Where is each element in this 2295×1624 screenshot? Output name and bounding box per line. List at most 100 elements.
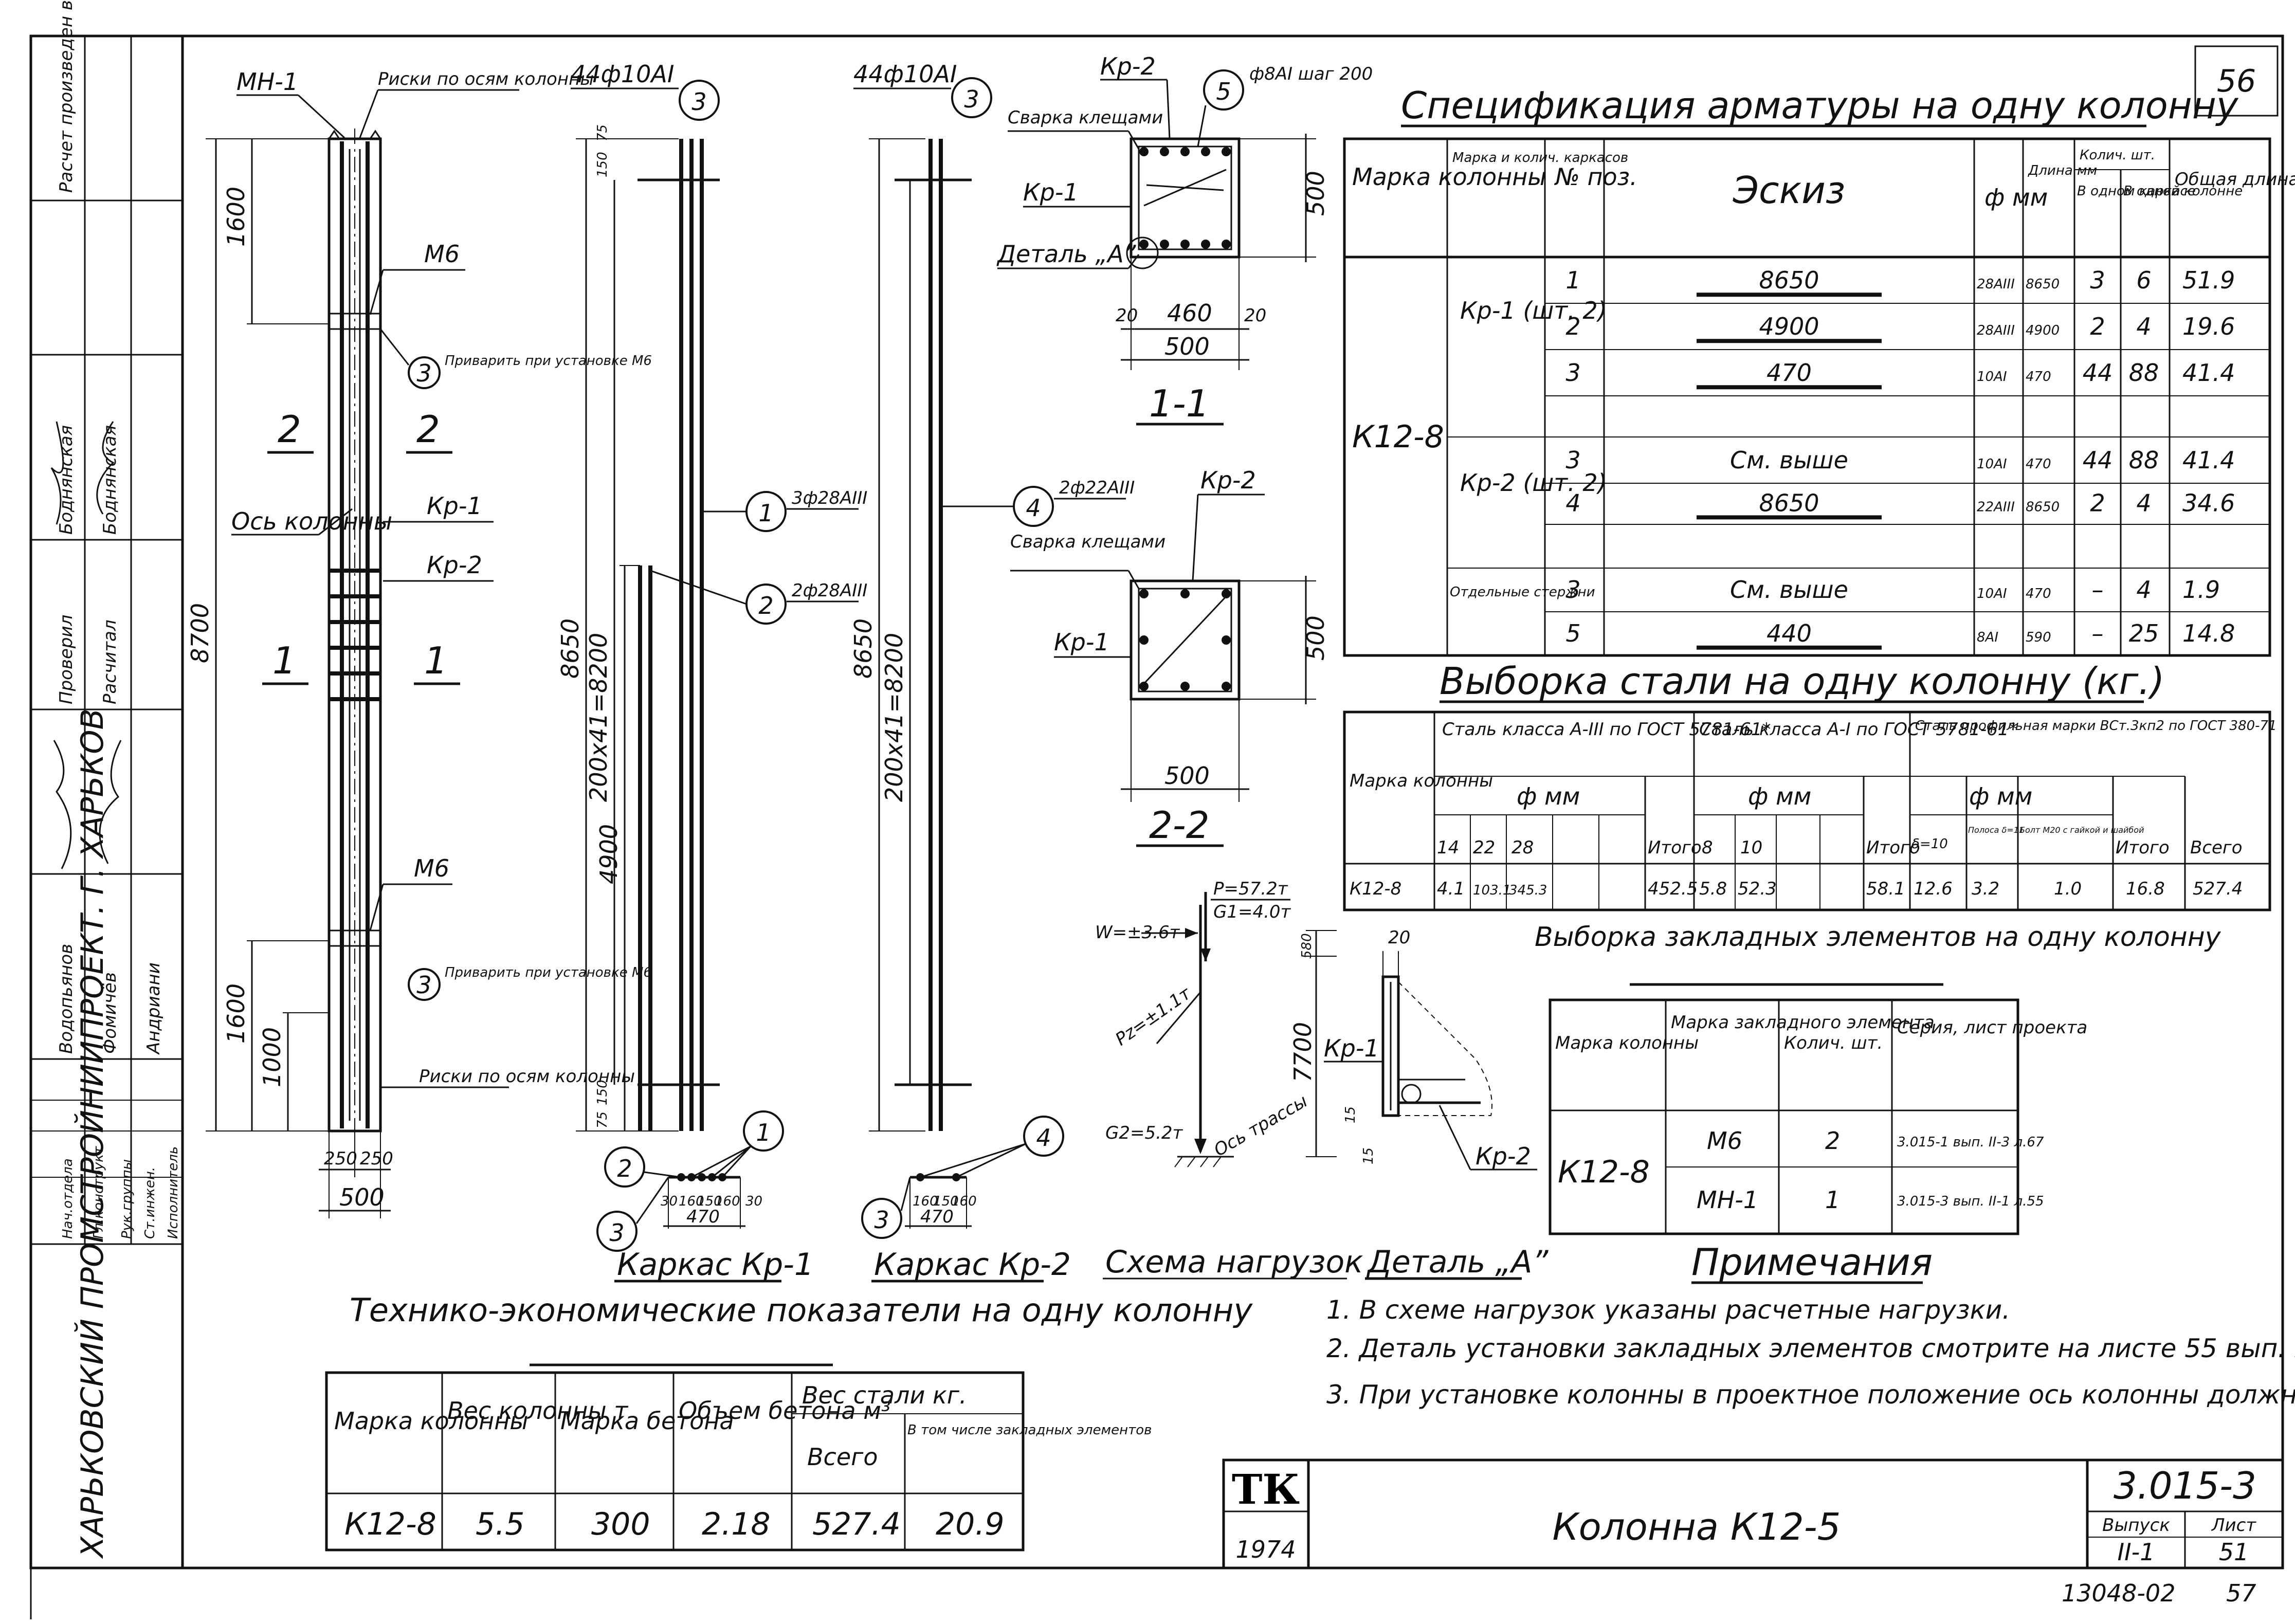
steel-h-a3: Сталь класса А-III по ГОСТ 5781-61* [1442,719,1771,740]
load-dim-7700: 7700 [1289,1022,1317,1082]
s11-dim-20a: 20 [1116,305,1138,326]
kr1-dim-75-top: 75 [595,124,610,141]
s22-kr1-label: Кр-1 [1054,628,1109,656]
kr1-dim-160-b: 160 [715,1194,740,1209]
axis-label: Ось колонны [231,507,392,535]
spec-cell-pos: 1 [1565,266,1580,294]
spec-h-d: ф мм [1984,184,2048,211]
sig-role-1: Гл.конструкт. [91,1142,106,1239]
spec-cell-total: 51.9 [2182,266,2235,294]
detail-dim-15a: 15 [1343,1106,1358,1123]
sheet-issue-label: Выпуск [2102,1515,2170,1536]
kr1-rebar-3-label: 44ф10AI [571,60,674,88]
s22-dim-500h: 500 [1302,615,1329,661]
steel-row-a3-0: 4.1 [1437,879,1465,899]
load-g1: G1=4.0т [1213,902,1291,922]
kr2-title: Каркас Кр-2 [874,1247,1071,1283]
dim-top-1600: 1600 [222,187,250,247]
spec-cell-n2: 6 [2136,266,2151,294]
spec-cell-n2: 25 [2129,619,2159,647]
sheet-border [29,34,2284,1570]
kr1-dim-160-a: 160 [679,1194,704,1209]
spec-cell-total: 41.4 [2182,446,2235,474]
section-2-2: Кр-2 Сварка клещами Кр-1 500 500 2-2 [1010,466,1329,847]
embedded-title: Выборка закладных элементов на одну коло… [1535,922,2221,953]
steel-row-prof-1: 3.2 [1972,879,1999,899]
tech-h-embedded: В том числе закладных элементов [907,1422,1152,1438]
sig-name-2: Андриани [143,962,164,1055]
steel-table: Выборка стали на одну колонну (кг.) Марк… [1343,660,2277,911]
spec-cell-sketch: 8650 [1759,266,1819,294]
spec-h-total: Общая длина м [2175,169,2295,190]
steel-row-a3-1: 103.1 [1473,883,1511,898]
spec-cell-total: 1.9 [2182,576,2220,604]
kr2-dim-470: 470 [920,1207,954,1227]
steel-row-total: 527.4 [2193,879,2243,899]
tech-h-concrete: Марка бетона [560,1407,734,1435]
m6-label-bottom: М6 [414,854,449,882]
sheet-sheet-label: Лист [2211,1515,2256,1536]
kr1-dim-8650: 8650 [556,618,584,679]
spec-cell-pos: 3 [1565,576,1580,604]
m6-label-top: М6 [424,240,460,268]
sheet-code: 3.015-3 [2114,1464,2256,1507]
spec-group-1: Кр-2 (шт. 2) [1460,469,1607,497]
kr1-title: Каркас Кр-1 [617,1247,814,1283]
embedded-table: Выборка закладных элементов на одну коло… [1535,922,2221,1235]
tech-row-concrete: 300 [591,1506,650,1542]
embedded-h-mark: Марка колонны [1555,1033,1699,1053]
section-1-right: 1 [424,639,448,682]
s11-weld-label: Сварка клещами [1008,107,1163,128]
spec-cell-len: 8650 [2026,277,2060,292]
svg-text:3: 3 [609,1219,624,1247]
sig-name-5: Расчитал [100,619,120,704]
spec-cell-n2: 4 [2136,489,2151,517]
embedded-row0-n: 2 [1825,1127,1840,1155]
tech-h-volume: Объем бетона м³ [679,1397,890,1425]
sig-name-0: Водопьянов [56,944,77,1054]
spec-cell-len: 4900 [2026,323,2060,338]
kr2-dim-pitch: 200x41=8200 [880,633,908,802]
steel-h-a1: Сталь класса А-I по ГОСТ 5781-61* [1699,719,2017,740]
steel-row-mark: К12-8 [1350,879,1401,899]
svg-text:2: 2 [758,592,773,619]
steel-prof-d2: Болт М20 с гайкой и шайбой [2019,825,2144,835]
dim-bot-1600: 1600 [222,983,250,1044]
spec-cell-n2: 88 [2129,359,2159,387]
kr1-dim-75-bottom: 75 [595,1111,610,1128]
s11-rebar-5-label: ф8AI шаг 200 [1249,64,1373,84]
notes: Примечания 1. В схеме нагрузок указаны р… [1326,1240,2295,1410]
spec-cell-pos: 3 [1565,359,1580,387]
tech-row-steel: 527.4 [812,1506,901,1542]
svg-text:5: 5 [1216,78,1231,105]
kr1-dim-150: 150 [697,1194,722,1209]
embedded-h-el: Марка закладного элемента [1671,1012,1935,1033]
weld-note-bottom: Приварить при установке М6 [445,965,652,980]
kr2-label: Кр-2 [427,551,482,579]
s22-title: 2-2 [1149,804,1210,847]
title-block: ТК 1974 Колонна К12-5 3.015-3 Выпуск Лис… [1222,1458,2284,1607]
spec-h-len: Длина мм [2028,163,2097,178]
spec-table: Спецификация арматуры на одну колонну Ма… [1343,84,2295,657]
kr2-dim-8650: 8650 [849,618,877,679]
spec-h-pos: № поз. [1554,163,1637,191]
spec-h-n2: В одной колонне [2123,184,2243,199]
svg-text:3: 3 [964,85,979,113]
detail-a: 20 Кр-1 Кр-2 15 15 Деталь „А” [1324,927,1549,1280]
sig-role-0: Нач.отдела [60,1158,76,1239]
tech-row-embedded: 20.9 [936,1506,1005,1542]
steel-row-a1-1: 52.3 [1738,879,1777,899]
spec-group-2: Отдельные стержни [1450,585,1595,600]
kr1-rebar-2-label: 2ф28AIII [792,580,867,601]
sig-role-5: Проверил [56,615,77,704]
svg-text:1: 1 [756,1119,771,1146]
steel-h-fmm-a3: ф мм [1517,782,1580,810]
detail-dim-15b: 15 [1361,1147,1376,1164]
steel-h-total: Всего [2190,837,2243,858]
dim-total: 8700 [186,603,214,663]
s11-dim-20b: 20 [1244,305,1266,326]
spec-cell-n2: 4 [2136,576,2151,604]
tech-h-weight: Вес колонны т [447,1397,628,1425]
weld-note-top: Приварить при установке М6 [445,353,652,369]
sig-role-4: Исполнитель [166,1146,181,1239]
